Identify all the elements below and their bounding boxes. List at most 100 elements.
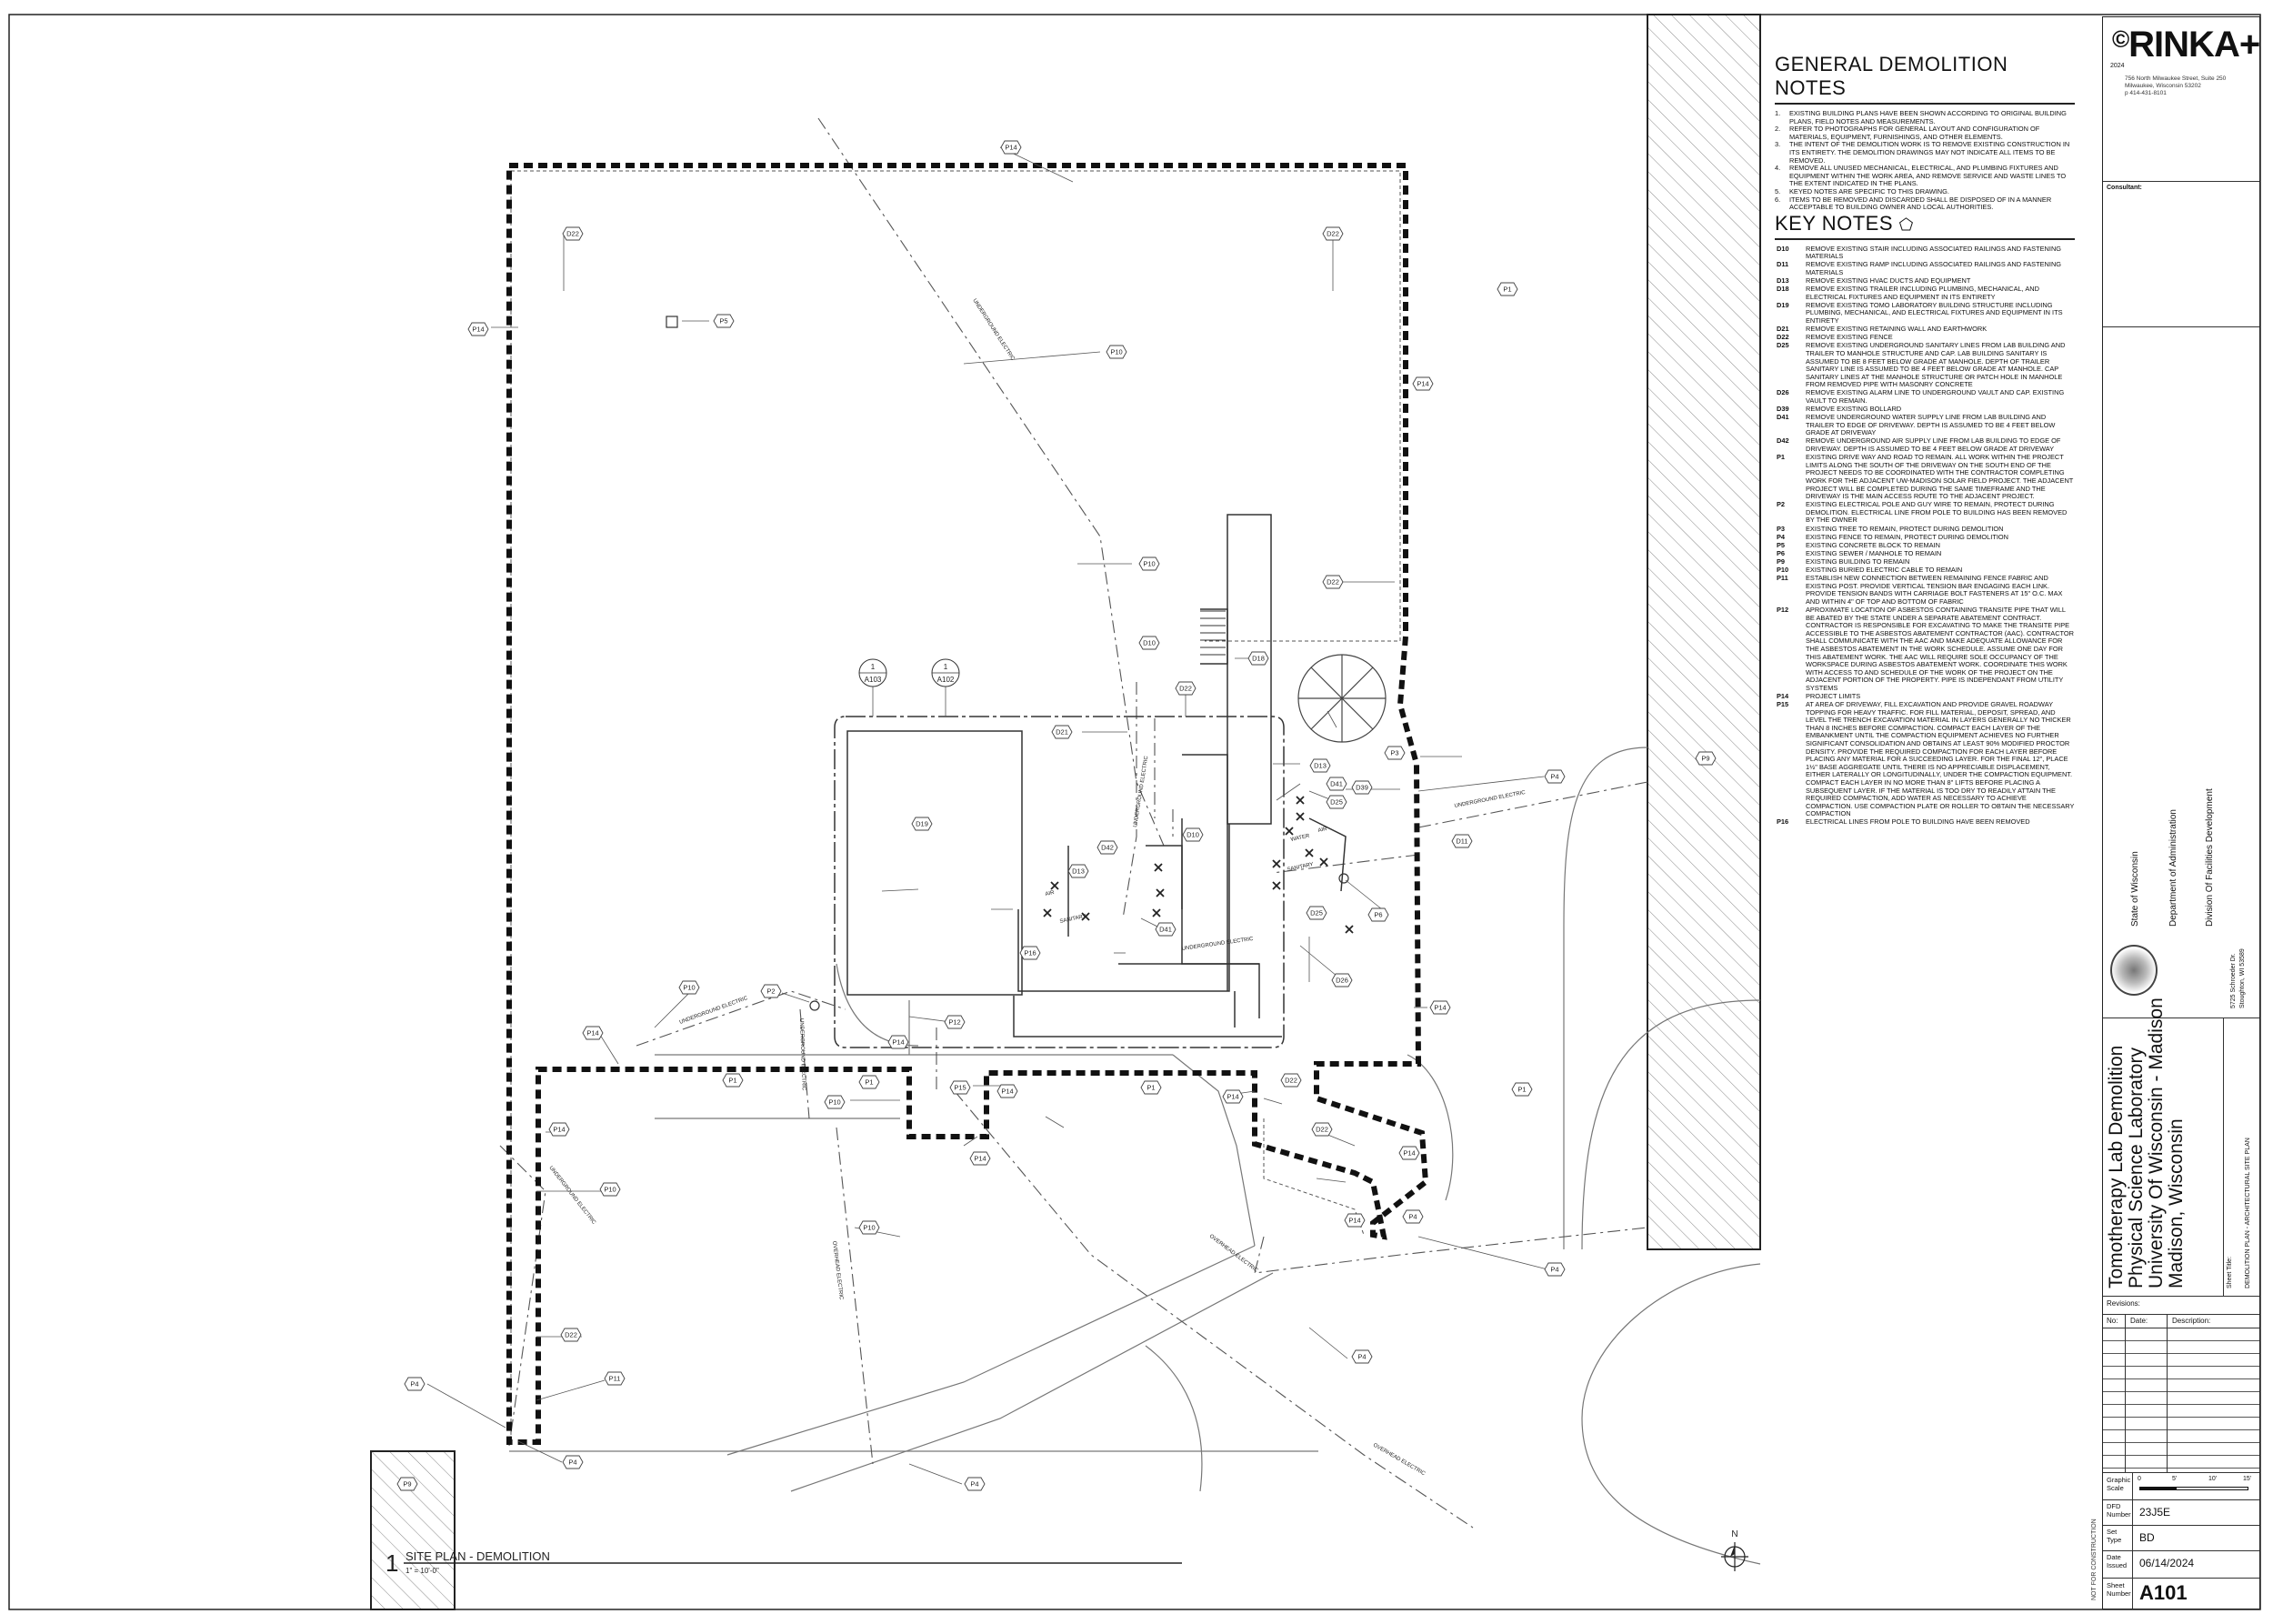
key-note-text: REMOVE EXISTING FENCE [1806, 333, 1893, 342]
keynote-tag-p14[interactable]: P14 [1429, 1000, 1451, 1015]
keynote-tag-p14[interactable]: P14 [887, 1035, 909, 1049]
keynote-tag-label: P10 [1110, 348, 1122, 356]
keynote-tag-p14[interactable]: P14 [1000, 140, 1022, 155]
revisions-label: Revisions: [2107, 1299, 2140, 1308]
keynote-tag-d22[interactable]: D22 [1280, 1073, 1302, 1088]
keynote-tag-p5[interactable]: P5 [713, 314, 735, 328]
keynote-tag-label: P14 [553, 1126, 565, 1134]
keynote-tag-p14[interactable]: P14 [1412, 376, 1434, 391]
keynote-tag-d39[interactable]: D39 [1351, 780, 1373, 795]
scale-tick: 0 [2138, 1476, 2141, 1482]
keynote-tag-d41[interactable]: D41 [1326, 777, 1347, 791]
keynote-tag-p14[interactable]: P14 [582, 1026, 604, 1040]
keynote-tag-d13[interactable]: D13 [1309, 758, 1331, 773]
keynote-tag-label: P4 [970, 1480, 978, 1489]
keynote-tag-p1[interactable]: P1 [1140, 1080, 1162, 1095]
keynote-tag-p1[interactable]: P1 [1511, 1082, 1533, 1097]
keynote-tag-p14[interactable]: P14 [1222, 1089, 1244, 1104]
utility-label: UNDERGROUND ELECTRIC [1454, 790, 1527, 809]
key-note-code: D26 [1777, 388, 1789, 397]
keynote-tag-d22[interactable]: D22 [1322, 226, 1344, 241]
key-note-text: AT AREA OF DRIVEWAY, FILL EXCAVATION AND… [1806, 700, 2075, 818]
keynote-tag-p1[interactable]: P1 [722, 1073, 744, 1088]
keynote-tag-d42[interactable]: D42 [1096, 840, 1118, 855]
keynote-tag-d10[interactable]: D10 [1138, 636, 1160, 650]
keynote-tag-d22[interactable]: D22 [1175, 681, 1197, 696]
key-note-code: P5 [1777, 540, 1786, 549]
keynote-tag-d41[interactable]: D41 [1155, 922, 1177, 937]
keynote-tag-d22[interactable]: D22 [562, 226, 584, 241]
keynote-tag-p1[interactable]: P1 [1497, 282, 1518, 296]
keynote-tag-d26[interactable]: D26 [1331, 973, 1353, 987]
section-tag-a103[interactable]: 1 A103 [858, 658, 887, 687]
keynote-tag-p4[interactable]: P4 [1402, 1209, 1424, 1224]
keynote-tag-p10[interactable]: P10 [1106, 345, 1127, 359]
north-label: N [1731, 1529, 1737, 1539]
keynote-tag-d25[interactable]: D25 [1306, 906, 1327, 920]
lab-building [846, 730, 1023, 996]
keynote-tag-d11[interactable]: D11 [1451, 834, 1473, 848]
keynote-tag-label: P2 [766, 987, 775, 996]
keynote-tag-p3[interactable]: P3 [1384, 746, 1406, 760]
keynote-tag-label: D39 [1356, 784, 1368, 792]
key-note-code: D21 [1777, 325, 1789, 334]
keynote-tag-p4[interactable]: P4 [1544, 769, 1566, 784]
keynote-tag-p4[interactable]: P4 [404, 1377, 426, 1391]
keynote-tag-p10[interactable]: P10 [824, 1095, 846, 1109]
key-note-code: D25 [1777, 341, 1789, 350]
keynote-tag-p4[interactable]: P4 [1351, 1349, 1373, 1364]
keynote-tag-label: D41 [1159, 926, 1172, 934]
keynote-tag-p1[interactable]: P1 [858, 1075, 880, 1089]
keynote-tag-p11[interactable]: P11 [604, 1371, 626, 1386]
keynote-tag-p10[interactable]: P10 [1138, 556, 1160, 571]
key-note-code: D42 [1777, 436, 1789, 446]
keynote-tag-d13[interactable]: D13 [1067, 864, 1089, 878]
general-note-text: KEYED NOTES ARE SPECIFIC TO THIS DRAWING… [1789, 186, 1949, 195]
keynote-tag-d22[interactable]: D22 [1311, 1122, 1333, 1137]
keynote-tag-label: P1 [728, 1077, 736, 1085]
keynote-tag-p4[interactable]: P4 [1544, 1262, 1566, 1277]
utility-label: UNDERGROUND ELECTRIC [679, 996, 749, 1026]
keynote-tag-p16[interactable]: P16 [1019, 946, 1041, 960]
keynote-tag-p14[interactable]: P14 [1398, 1146, 1420, 1160]
keynote-tag-label: P6 [1374, 911, 1382, 919]
keynote-tag-label: P14 [1348, 1217, 1360, 1225]
keynote-tag-p12[interactable]: P12 [944, 1015, 966, 1029]
keynote-tag-p2[interactable]: P2 [760, 984, 782, 998]
keynote-tag-d10[interactable]: D10 [1182, 827, 1204, 842]
keynote-tag-label: P10 [1143, 560, 1155, 568]
utility-label: AIR [1045, 890, 1056, 897]
keynote-tag-p10[interactable]: P10 [858, 1220, 880, 1235]
keynote-tag-p10[interactable]: P10 [599, 1182, 621, 1197]
keynote-tag-label: P14 [1001, 1088, 1013, 1096]
keynote-tag-p4[interactable]: P4 [964, 1477, 986, 1491]
keynote-tag-d19[interactable]: D19 [911, 817, 933, 831]
keynote-tag-label: D22 [565, 1331, 577, 1339]
keynote-tag-p6[interactable]: P6 [1367, 907, 1389, 922]
section-tag-a102[interactable]: 1 A102 [931, 658, 960, 687]
keynote-tag-p14[interactable]: P14 [467, 322, 489, 336]
keynote-tag-p10[interactable]: P10 [678, 980, 700, 995]
keynote-tag-p14[interactable]: P14 [1344, 1213, 1366, 1228]
keynote-tag-p14[interactable]: P14 [548, 1122, 570, 1137]
keynote-tag-p14[interactable]: P14 [996, 1084, 1018, 1098]
keynote-tag-d25[interactable]: D25 [1326, 795, 1347, 809]
keynote-tag-p14[interactable]: P14 [969, 1151, 991, 1166]
driveway-lines [509, 747, 1761, 1565]
keynote-tag-p4[interactable]: P4 [562, 1455, 584, 1469]
drawing-title-text: SITE PLAN - DEMOLITION [406, 1549, 550, 1563]
keynote-tag-d21[interactable]: D21 [1051, 725, 1073, 739]
keynote-tag-d22[interactable]: D22 [560, 1328, 582, 1342]
keynote-tag-d22[interactable]: D22 [1322, 575, 1344, 589]
keynote-tag-p9[interactable]: P9 [1695, 751, 1717, 766]
project-title-4: Madison, Wisconsin [2166, 1118, 2187, 1288]
keynote-tag-p15[interactable]: P15 [949, 1080, 971, 1095]
plus-icon: + [2238, 25, 2260, 65]
keynote-tag-p9[interactable]: P9 [396, 1477, 418, 1491]
keynote-tag-d18[interactable]: D18 [1247, 651, 1269, 666]
